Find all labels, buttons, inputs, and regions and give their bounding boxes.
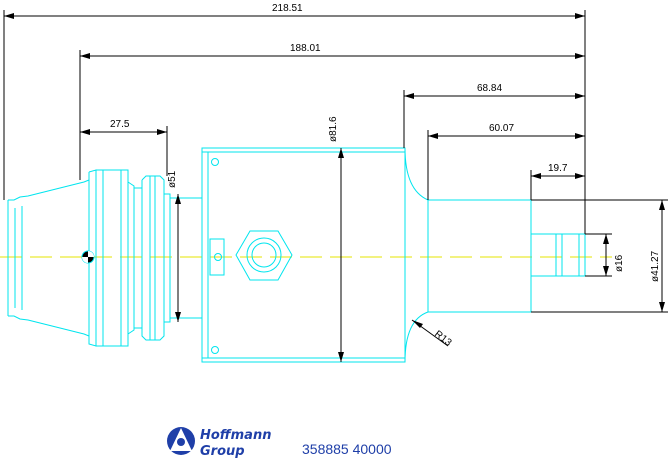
dimension-lines <box>3 10 668 362</box>
dim-dia-81: ø81.6 <box>328 116 339 142</box>
logo-line2: Group <box>200 444 245 459</box>
dimension-labels: 218.51 188.01 68.84 60.07 27.5 19.7 ø81.… <box>110 3 661 349</box>
dim-19: 19.7 <box>548 163 568 174</box>
dim-68: 68.84 <box>477 83 502 94</box>
part-number: 358885 40000 <box>302 441 392 457</box>
dim-218: 218.51 <box>272 3 303 14</box>
dim-60: 60.07 <box>489 123 514 134</box>
center-mark <box>81 250 95 264</box>
hoffmann-logo: Hoffmann Group <box>167 427 271 459</box>
dim-188: 188.01 <box>290 43 321 54</box>
dim-radius: R13 <box>432 329 454 349</box>
part-outline <box>7 147 586 363</box>
dim-dia-41: ø41.27 <box>650 250 661 282</box>
dim-dia-51: ø51 <box>167 170 178 188</box>
dim-dia-16: ø16 <box>614 254 625 272</box>
logo-line1: Hoffmann <box>200 428 271 443</box>
dim-27: 27.5 <box>110 119 130 130</box>
